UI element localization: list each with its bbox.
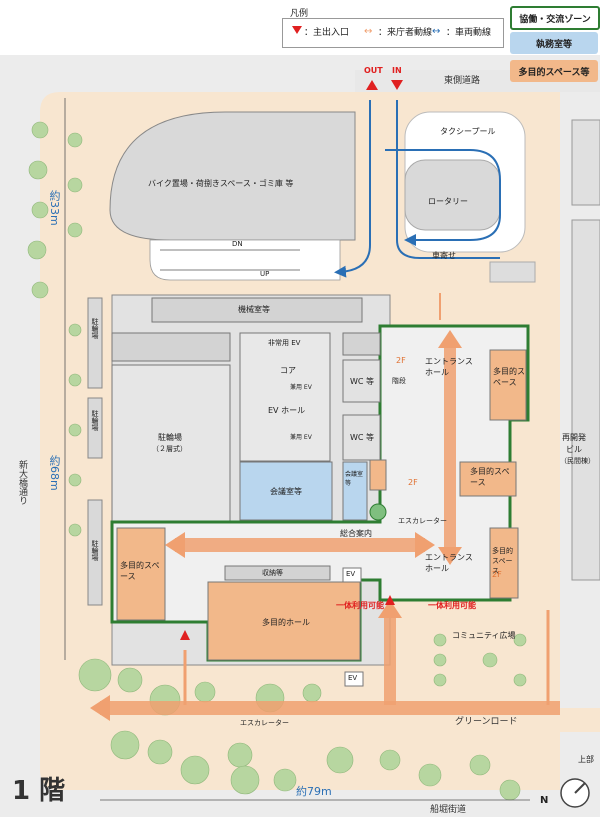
bicycle-rack-ne: [489, 261, 536, 283]
redevelop-label-2: ビル: [566, 445, 582, 454]
legend-zone-office: 執務室等: [510, 32, 598, 54]
dim-depth: 約68m: [48, 455, 61, 491]
multi-hall-label: 多目的ホール: [262, 618, 310, 627]
entrance-hall-2: エントランスホール: [425, 553, 473, 573]
dim-width: 約79m: [296, 785, 332, 798]
ev-conf2-label: 兼用 EV: [290, 434, 312, 441]
meeting-room-2: [342, 461, 368, 521]
car-stop-label: 車寄せ: [432, 251, 456, 260]
ev-small-2: EV: [348, 674, 358, 682]
wc2-label: WC 等: [350, 433, 375, 442]
multi-se: [489, 527, 519, 599]
gate-out: OUT: [364, 66, 383, 75]
escalator-label-2: エスカレーター: [240, 719, 289, 727]
wc1-label: WC 等: [350, 377, 375, 386]
meeting-room: [239, 461, 333, 521]
dim-north: 約33m: [48, 190, 61, 226]
green-road-label: グリーンロード: [455, 717, 518, 727]
wc-2: [342, 414, 381, 461]
joint-use-2: 一体利用可能: [428, 601, 476, 610]
vehicle-flow-out: [334, 100, 371, 278]
legend-visitor: ：来庁者動線: [378, 28, 433, 38]
legend-zone-exchange: 協働・交流ゾーン: [510, 6, 600, 30]
ev-hall-label: EV ホール: [268, 406, 306, 415]
entrance-hall-1: エントランスホール: [425, 357, 473, 377]
floor-label: 1 階: [12, 776, 66, 806]
bicycle-main-sub: （２層式）: [152, 445, 187, 453]
east-road-label: 東側道路: [444, 76, 481, 86]
ev-conf-label: 兼用 EV: [290, 384, 312, 391]
twof-label-3: 2F: [492, 570, 502, 579]
legend-title: 凡例: [290, 9, 309, 19]
emergency-ev-label: 非常用 EV: [268, 339, 301, 347]
visitor-flow-icon: ↔: [364, 26, 373, 37]
bicycle-left3-label: 駐輪場: [91, 540, 99, 561]
twof-label-2: 2F: [408, 478, 418, 487]
joint-use-1: 一体利用可能: [336, 601, 384, 610]
multi-e-label: 多目的スペース: [470, 467, 510, 487]
top-right-label: 上部: [578, 755, 594, 764]
vehicle-flow-in: [396, 100, 500, 259]
ev-small-1: EV: [346, 570, 356, 578]
bicycle-main-label: 駐輪場: [158, 433, 182, 442]
meeting-label: 会議室等: [270, 487, 302, 496]
visitor-flows: [100, 293, 560, 715]
meeting2-label: 会議室等: [345, 471, 364, 487]
taxi-label: タクシープール: [440, 127, 496, 136]
machine-label: 機械室等: [238, 305, 270, 314]
stairs-label: 階段: [392, 377, 406, 385]
west-road-label: 新大橋通り: [17, 460, 27, 505]
multi-se-label: 多目的スペース: [492, 547, 513, 575]
multi-ne: [489, 349, 527, 421]
legend: 凡例 ：主出入口 ↔ ：来庁者動線 ↔ ：車両動線: [282, 4, 504, 49]
multi-hall: [207, 581, 361, 661]
community-label: コミュニティ広場: [452, 631, 516, 640]
up-label: UP: [260, 270, 270, 278]
legend-zone-multi: 多目的スペース等: [510, 60, 598, 82]
info-label: 総合案内: [340, 529, 372, 538]
gate-in: IN: [392, 66, 402, 75]
storage-label: 収納等: [262, 569, 283, 577]
multi-w: [116, 527, 166, 621]
vehicle-flow-loop: [385, 149, 501, 246]
machine-room: [151, 297, 363, 323]
multi-e: [459, 461, 517, 497]
info-point: [369, 503, 387, 521]
vehicle-flow-icon: ↔: [432, 26, 441, 37]
bicycle-main-room: [111, 364, 231, 524]
dn-label: DN: [232, 240, 243, 248]
wc-1: [342, 359, 381, 403]
south-road-label: 船堀街道: [430, 805, 467, 815]
entrance-markers: [180, 80, 403, 640]
bicycle-left2-label: 駐輪場: [91, 410, 99, 431]
escalator-label-1: エスカレーター: [398, 517, 447, 525]
core-label: コア: [280, 366, 296, 375]
legend-entrance: ：主出入口: [304, 28, 350, 38]
redevelop-label-3: （民間棟）: [560, 457, 595, 465]
rotary-label: ロータリー: [428, 197, 468, 206]
storage: [224, 565, 331, 581]
multi-w-label: 多目的スペース: [120, 561, 160, 581]
bike-parking-building: [109, 111, 356, 241]
bicycle-left1-label: 駐輪場: [91, 318, 99, 339]
compass-label: N: [540, 795, 549, 806]
ramp: [149, 239, 341, 281]
bike-label: バイク置場・荷捌きスペース・ゴミ庫 等: [148, 179, 294, 188]
multi-ne-label: 多目的スペース: [493, 367, 525, 387]
entrance-marker-icon: [292, 26, 302, 34]
legend-vehicle: ：車両動線: [446, 28, 492, 38]
rotary-island: [404, 159, 501, 231]
core-block: [239, 332, 331, 462]
room-strip-left: [111, 332, 231, 362]
twof-label-1: 2F: [396, 356, 406, 365]
small-multi: [369, 459, 387, 491]
visitor-arrowheads: [90, 330, 462, 721]
redevelop-label-1: 再開発: [562, 433, 586, 442]
